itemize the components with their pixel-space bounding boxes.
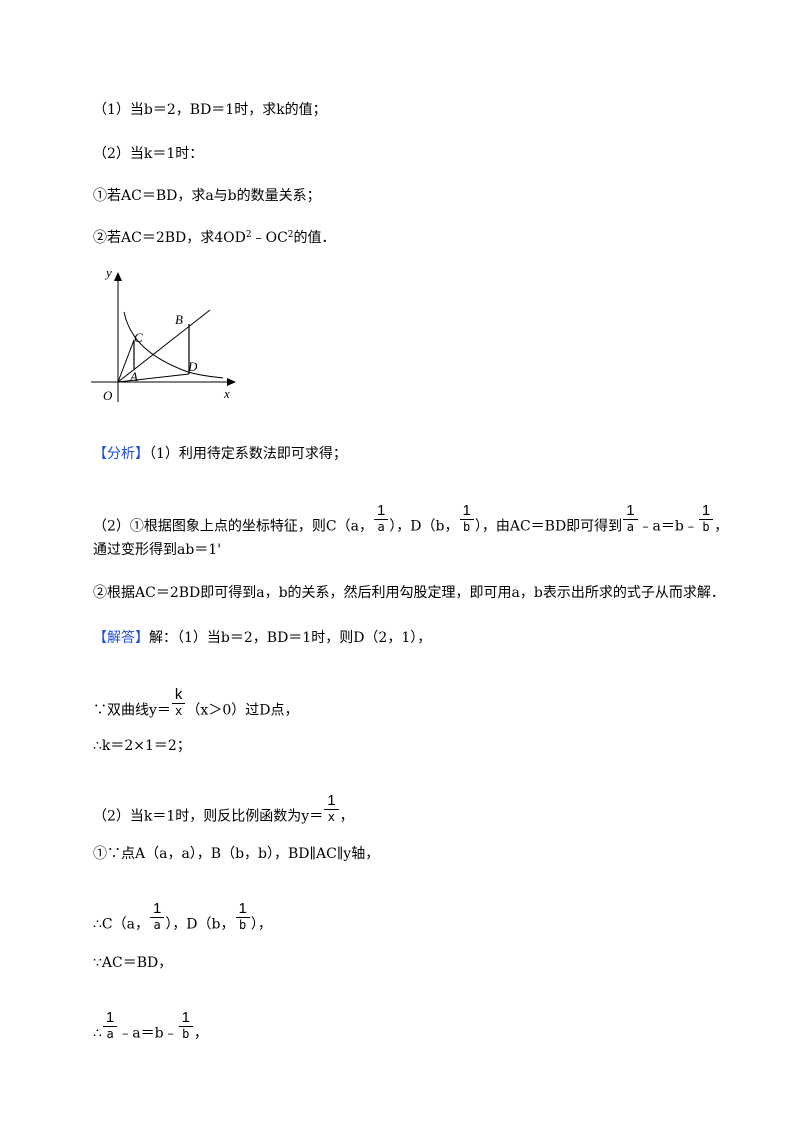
- question-2-part-2: ②若AC＝2BD，求4OD2﹣OC2的值．: [93, 230, 336, 246]
- label-x: x: [223, 386, 230, 401]
- coordinate-figure: y x O A B C D: [91, 265, 236, 403]
- line-y-equals-x: [117, 309, 211, 383]
- analysis-line-1: 【分析】（1）利用待定系数法即可求得；: [93, 446, 347, 462]
- label-b: B: [175, 312, 183, 327]
- analysis-line-4: ②根据AC＝2BD即可得到a，b的关系，然后利用勾股定理，即可用a，b表示出所求…: [93, 585, 725, 601]
- analysis-line-3: 通过变形得到ab＝1': [93, 542, 222, 558]
- label-o: O: [103, 388, 113, 403]
- y-axis-arrow: [114, 272, 122, 281]
- solution-line-1: 【解答】解：（1）当b＝2，BD＝1时，则D（2，1），: [93, 630, 432, 646]
- solution-line-3: ∴k＝2×1＝2；: [93, 738, 191, 754]
- label-y: y: [104, 265, 112, 280]
- x-axis-arrow: [227, 378, 236, 386]
- solution-line-7: ∵AC＝BD，: [93, 955, 173, 971]
- question-2: （2）当k＝1时：: [93, 146, 204, 162]
- analysis-tag: 【分析】: [93, 446, 149, 462]
- label-c: C: [134, 330, 143, 345]
- question-1: （1）当b＝2，BD＝1时，求k的值；: [93, 102, 327, 118]
- segment-oc: [117, 339, 135, 383]
- solution-tag: 【解答】: [93, 630, 149, 646]
- question-2-part-1: ①若AC＝BD，求a与b的数量关系；: [93, 188, 321, 204]
- label-a: A: [129, 369, 138, 384]
- hyperbola-curve: [123, 311, 224, 379]
- solution-line-5: ①∵点A（a，a），B（b，b），BD∥AC∥y轴，: [93, 846, 380, 862]
- label-d: D: [187, 359, 198, 374]
- segment-od: [117, 373, 190, 383]
